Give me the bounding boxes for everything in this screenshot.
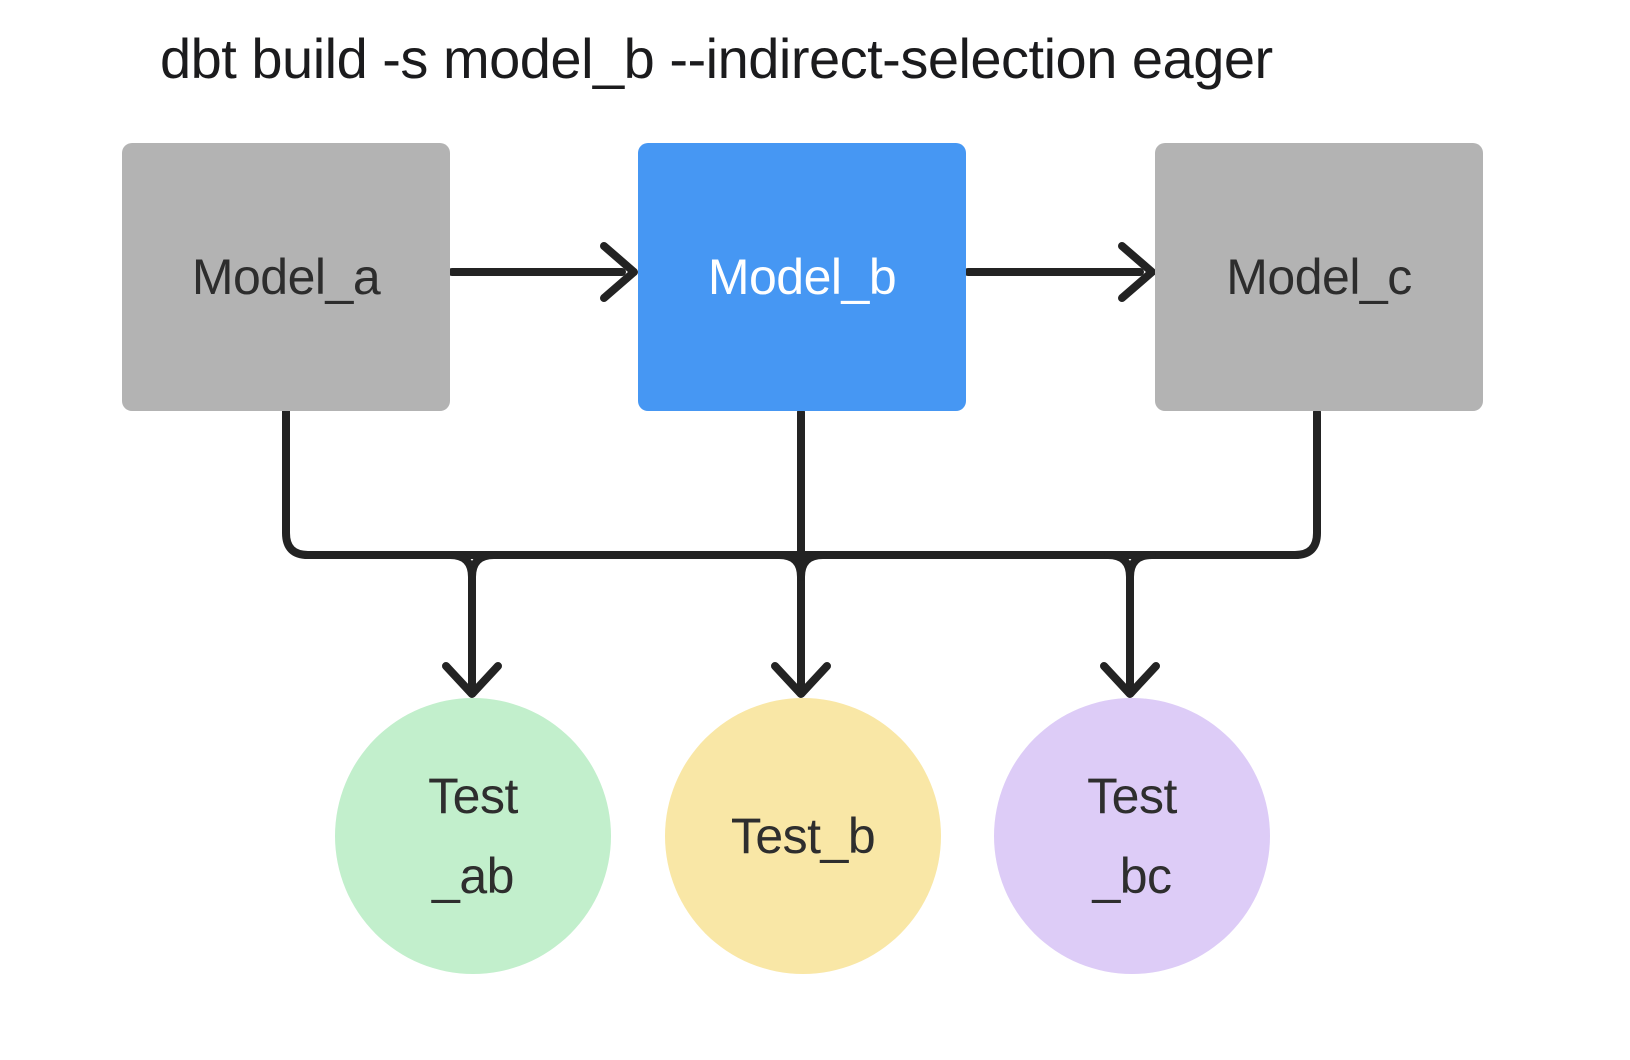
node-test-ab-label-line1: Test: [428, 768, 518, 824]
node-test-bc-label-line2: _bc: [1092, 848, 1172, 904]
node-test-b: Test_b: [665, 698, 941, 974]
node-model-a-label: Model_a: [191, 249, 381, 305]
arrowhead-test-ab: [442, 662, 502, 698]
node-test-bc-label-line1: Test: [1087, 768, 1177, 824]
node-model-b-selected: Model_b: [638, 143, 966, 411]
bus-junction-test-b: [775, 551, 827, 581]
node-test-bc: Test _bc: [994, 698, 1270, 974]
node-model-c-label: Model_c: [1226, 249, 1412, 305]
arrowhead-test-b: [771, 662, 831, 698]
node-model-a: Model_a: [122, 143, 450, 411]
node-test-b-label: Test_b: [730, 808, 876, 864]
arrowhead-model-c: [1118, 242, 1156, 302]
arrowhead-test-bc: [1100, 662, 1160, 698]
diagram-title: dbt build -s model_b --indirect-selectio…: [160, 27, 1273, 90]
arrowhead-model-b: [600, 242, 638, 302]
node-test-ab-label-line2: _ab: [432, 848, 514, 904]
node-model-b-label: Model_b: [707, 249, 897, 305]
node-model-c: Model_c: [1155, 143, 1483, 411]
node-test-ab: Test _ab: [335, 698, 611, 974]
